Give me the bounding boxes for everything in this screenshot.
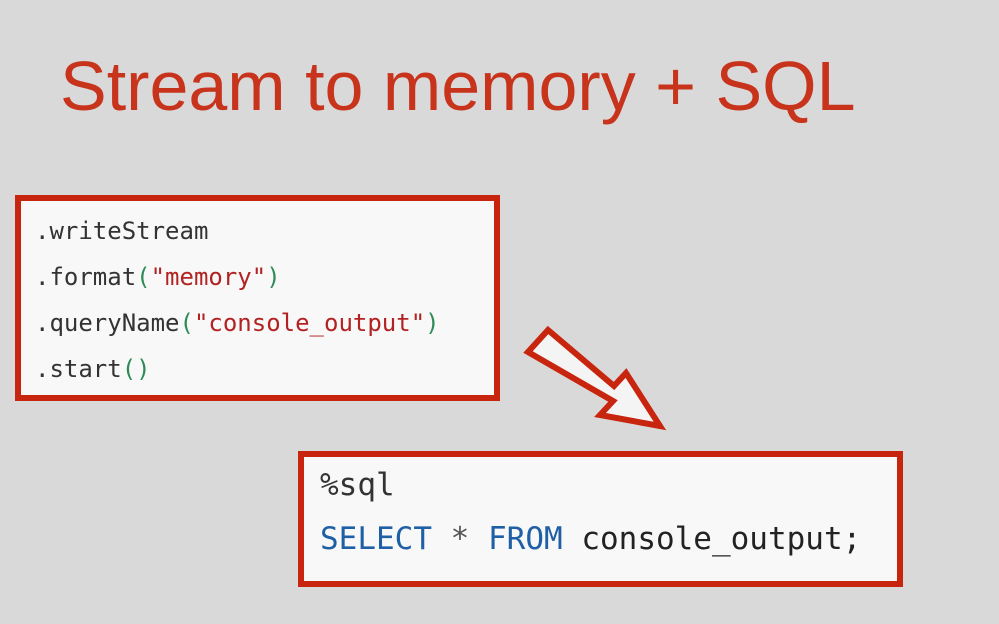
table-name: console_output; (581, 521, 862, 557)
code-line-format: .format("memory") (35, 259, 494, 305)
code-line-writestream: .writeStream (35, 213, 494, 259)
code-line-magic: %sql (320, 462, 897, 516)
method-writestream: .writeStream (35, 217, 209, 245)
sql-code-block: %sql SELECT * FROM console_output; (298, 451, 903, 587)
code-line-select: SELECT * FROM console_output; (320, 516, 897, 570)
sql-magic: %sql (320, 467, 395, 503)
keyword-select: SELECT (320, 521, 432, 557)
code-line-queryname: .queryName("console_output") (35, 305, 494, 351)
close-paren: ) (425, 309, 440, 337)
open-paren: ( (136, 263, 151, 291)
method-start: .start (35, 355, 122, 383)
code-line-start: .start() (35, 351, 494, 397)
queryname-arg: "console_output" (193, 309, 426, 337)
stream-code-block: .writeStream .format("memory") .queryNam… (15, 195, 500, 401)
start-parens: () (121, 355, 151, 383)
format-arg: "memory" (150, 263, 267, 291)
slide-title: Stream to memory + SQL (60, 47, 856, 125)
keyword-from: FROM (488, 521, 563, 557)
close-paren: ) (266, 263, 281, 291)
open-paren: ( (179, 309, 194, 337)
method-queryname: .queryName (35, 309, 180, 337)
method-format: .format (35, 263, 137, 291)
select-star: * (450, 521, 470, 557)
arrow-icon (523, 325, 667, 431)
